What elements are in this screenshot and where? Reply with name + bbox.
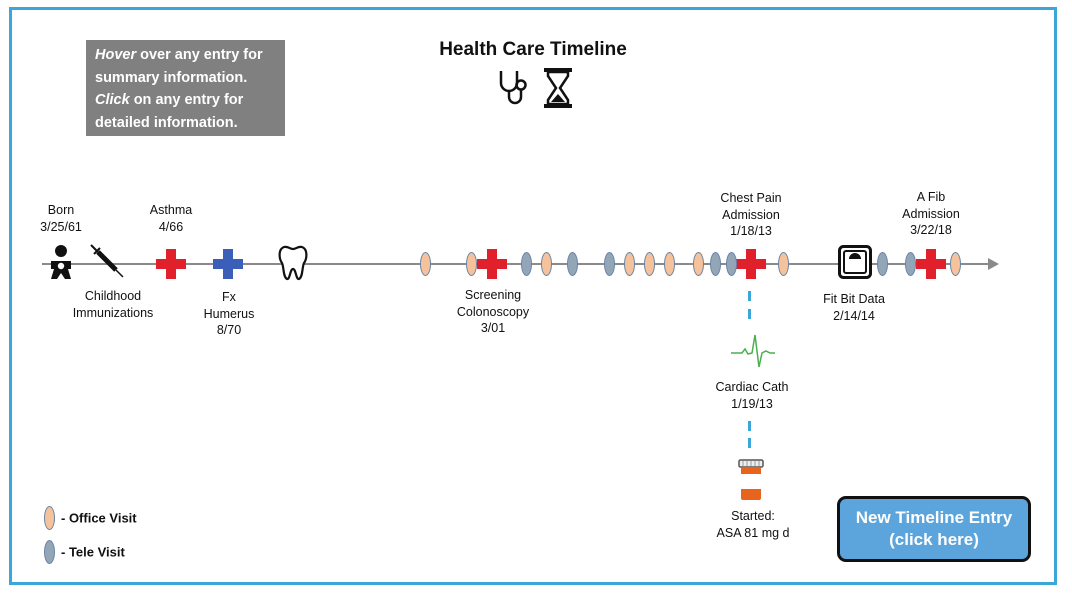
chest-pain-title: Chest Pain [720, 191, 782, 205]
tele-visit-marker[interactable] [521, 252, 532, 276]
colonoscopy-date: 3/01 [480, 321, 506, 335]
colonoscopy-title: Screening [464, 288, 522, 302]
office-visit-marker[interactable] [624, 252, 635, 276]
office-visit-marker[interactable] [664, 252, 675, 276]
tele-visit-swatch [44, 540, 55, 564]
chest-pain-connector [748, 291, 751, 301]
cath-label[interactable]: Cardiac Cath 1/19/13 [716, 379, 789, 412]
asthma-date: 4/66 [158, 219, 184, 234]
hint-hover-text: over any entry for summary information. [95, 47, 263, 86]
fx-title: Fx [222, 290, 236, 304]
born-label[interactable]: Born 3/25/61 [40, 202, 82, 235]
pill-bottle-icon[interactable] [738, 459, 764, 501]
chest-pain-date: 1/18/13 [730, 224, 772, 238]
timeline-arrowhead [988, 258, 999, 270]
asthma-title: Asthma [149, 203, 193, 217]
page-title: Health Care Timeline [439, 39, 627, 60]
afib-date: 3/22/18 [910, 223, 952, 237]
legend-tele-visit: - Tele Visit [44, 540, 125, 564]
asa-title: Started: [731, 509, 775, 523]
colonoscopy-cross[interactable] [477, 249, 507, 279]
cath-date: 1/19/13 [731, 396, 773, 411]
hint-click-text: on any entry for detailed information. [95, 92, 244, 131]
tele-visit-marker[interactable] [710, 252, 721, 276]
cath-connector [748, 421, 751, 431]
tele-visit-marker[interactable] [877, 252, 888, 276]
office-visit-swatch [44, 506, 55, 530]
tele-visit-marker[interactable] [905, 252, 916, 276]
timeline-axis [42, 263, 990, 265]
asa-dose: ASA 81 mg d [716, 525, 790, 540]
baby-icon[interactable] [47, 244, 75, 282]
immunizations-line1: Childhood [84, 289, 142, 303]
cath-connector [748, 438, 751, 448]
fitbit-date: 2/14/14 [833, 308, 875, 323]
fitbit-label[interactable]: Fit Bit Data 2/14/14 [823, 291, 885, 324]
fx-subtitle: Humerus [203, 306, 255, 321]
legend-office-label: - Office Visit [61, 510, 137, 526]
office-visit-marker[interactable] [420, 252, 431, 276]
fx-label[interactable]: Fx Humerus 8/70 [204, 289, 255, 339]
cath-title: Cardiac Cath [715, 380, 789, 394]
fx-cross[interactable] [213, 249, 243, 279]
legend-office-visit: - Office Visit [44, 506, 137, 530]
stethoscope-icon [499, 71, 527, 105]
born-title: Born [47, 203, 75, 217]
born-date: 3/25/61 [40, 219, 82, 234]
afib-cross[interactable] [916, 249, 946, 279]
immunizations-line2: Immunizations [72, 305, 154, 320]
instructions-box: Hover over any entry for summary informa… [86, 40, 285, 136]
afib-title: A Fib [916, 190, 946, 204]
tele-visit-marker[interactable] [726, 252, 737, 276]
chest-pain-subtitle: Admission [722, 207, 780, 222]
immunizations-label[interactable]: Childhood Immunizations [73, 288, 154, 321]
new-entry-line2: (click here) [889, 530, 979, 549]
hint-click-word: Click [95, 92, 130, 108]
legend-tele-label: - Tele Visit [61, 544, 125, 560]
office-visit-marker[interactable] [644, 252, 655, 276]
tele-visit-marker[interactable] [604, 252, 615, 276]
office-visit-marker[interactable] [541, 252, 552, 276]
ecg-icon[interactable] [730, 332, 776, 370]
tele-visit-marker[interactable] [567, 252, 578, 276]
fitbit-title: Fit Bit Data [823, 292, 885, 306]
new-timeline-entry-button[interactable]: New Timeline Entry (click here) [837, 496, 1031, 562]
timeline-frame [9, 7, 1057, 585]
chest-pain-cross[interactable] [736, 249, 766, 279]
hourglass-icon [544, 68, 572, 108]
afib-label[interactable]: A Fib Admission 3/22/18 [902, 189, 960, 239]
new-entry-line1: New Timeline Entry [855, 508, 1013, 527]
office-visit-marker[interactable] [466, 252, 477, 276]
scale-icon[interactable] [838, 245, 872, 279]
tooth-icon[interactable] [278, 244, 308, 282]
office-visit-marker[interactable] [693, 252, 704, 276]
office-visit-marker[interactable] [778, 252, 789, 276]
chest-pain-connector [748, 309, 751, 319]
hint-hover-word: Hover [95, 47, 137, 63]
fx-date: 8/70 [216, 323, 242, 337]
office-visit-marker[interactable] [950, 252, 961, 276]
afib-subtitle: Admission [902, 206, 960, 221]
colonoscopy-subtitle: Colonoscopy [456, 304, 530, 319]
asthma-cross[interactable] [156, 249, 186, 279]
asthma-label[interactable]: Asthma 4/66 [150, 202, 192, 235]
chest-pain-label[interactable]: Chest Pain Admission 1/18/13 [720, 190, 781, 240]
asa-label[interactable]: Started: ASA 81 mg d [717, 508, 790, 541]
syringe-icon[interactable] [89, 243, 125, 279]
colonoscopy-label[interactable]: Screening Colonoscopy 3/01 [457, 287, 529, 337]
